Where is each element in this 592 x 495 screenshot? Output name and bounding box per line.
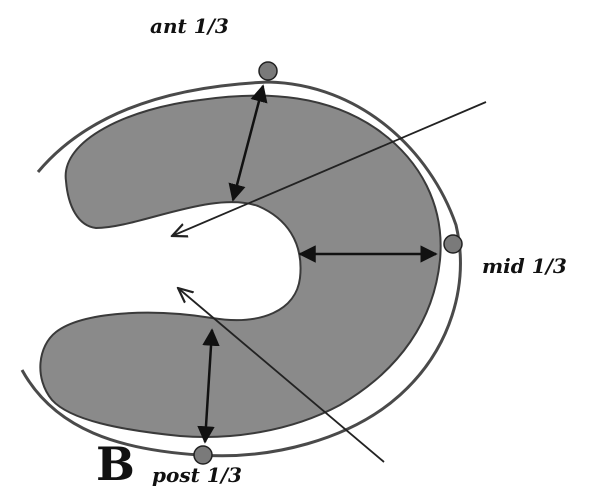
anterior-landmark-dot <box>259 62 277 80</box>
middle-third-label: mid 1/3 <box>482 254 567 278</box>
posterior-third-label: post 1/3 <box>152 463 242 487</box>
middle-landmark-dot <box>444 235 462 253</box>
anterior-third-label: ant 1/3 <box>150 14 229 38</box>
panel-letter: B <box>96 441 135 487</box>
posterior-landmark-dot <box>194 446 212 464</box>
